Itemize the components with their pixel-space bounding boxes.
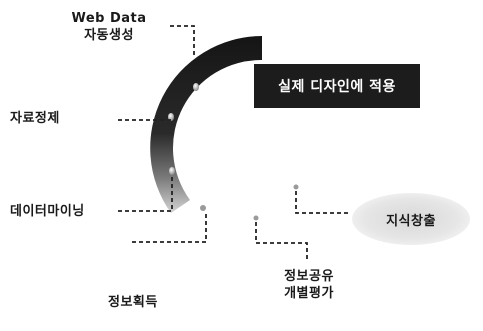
real-design-callout: 실제 디자인에 적용	[254, 64, 420, 108]
arc-bead	[169, 167, 175, 175]
arc-bead	[168, 113, 174, 121]
leader-data-mining	[118, 176, 173, 212]
label-info-sharing: 정보공유 개별평가	[284, 269, 334, 301]
bubble-background	[352, 193, 470, 245]
arc-bead	[193, 83, 199, 91]
arc-bead	[293, 184, 299, 190]
arc-bead	[253, 215, 259, 221]
leader-auto-generation	[170, 25, 195, 58]
label-data-mining: 데이터마이닝	[10, 204, 85, 219]
real-design-label: 실제 디자인에 적용	[278, 79, 396, 95]
label-auto-generation: Web Data 자동생성	[71, 11, 147, 43]
leader-info-acquisition	[132, 212, 207, 243]
leader-knowledge-creation	[295, 191, 350, 214]
knowledge-creation-label: 지식창출	[386, 213, 436, 229]
arc-bead	[200, 205, 206, 211]
knowledge-creation-bubble: 지식창출	[352, 193, 470, 245]
process-arc	[150, 36, 262, 213]
label-data-cleansing: 자료정제	[10, 111, 60, 126]
label-info-acquisition: 정보획득	[108, 295, 158, 310]
leader-info-sharing	[255, 222, 308, 262]
